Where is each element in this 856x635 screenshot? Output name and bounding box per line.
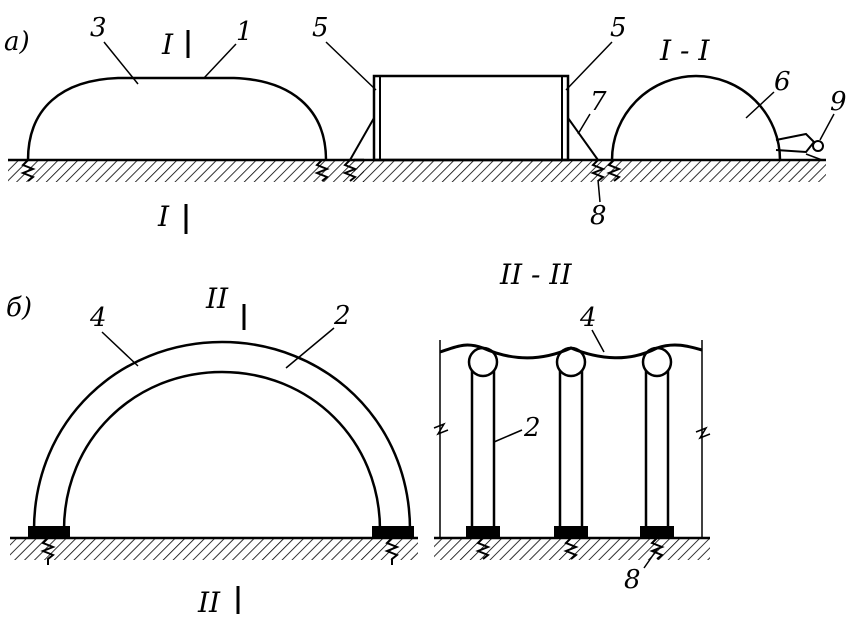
panel-label-a: а) bbox=[4, 27, 30, 57]
footing-left bbox=[28, 526, 70, 538]
leader-line bbox=[565, 41, 613, 91]
leader-line bbox=[643, 547, 659, 569]
ground-hatch-middle bbox=[354, 160, 604, 182]
anchor-icon bbox=[606, 159, 622, 182]
leader-line bbox=[285, 327, 335, 369]
label-envelope: 1 bbox=[236, 17, 253, 47]
figure-b: б) II II 4 2 II - II bbox=[6, 258, 711, 619]
ground-hatch-left bbox=[8, 160, 364, 182]
pneumatic-shell-outline bbox=[26, 76, 328, 161]
fan-support bbox=[805, 153, 823, 161]
panel-label-b: б) bbox=[6, 293, 32, 323]
label-fan: 9 bbox=[830, 87, 847, 117]
fan-icon bbox=[812, 140, 824, 152]
guy-rope bbox=[349, 117, 375, 161]
break-mark bbox=[433, 422, 449, 436]
section-title-a: I - I bbox=[659, 34, 710, 67]
section-mark-bottom-b: II bbox=[197, 586, 221, 619]
ground-hatch-right bbox=[604, 160, 826, 182]
anchor-icon bbox=[384, 537, 400, 565]
arch-inner bbox=[62, 370, 382, 531]
arch-outer bbox=[32, 340, 412, 531]
label-airlock-right: 5 bbox=[610, 13, 627, 43]
arch-section-3 bbox=[640, 346, 674, 560]
label-cross-section: 6 bbox=[774, 67, 791, 97]
section-mark-top-b: II bbox=[205, 282, 229, 315]
leader-line bbox=[577, 113, 591, 135]
leader-line bbox=[101, 331, 139, 367]
anchor-icon bbox=[563, 537, 579, 560]
leader-line bbox=[597, 179, 601, 203]
label-shell: 3 bbox=[90, 13, 107, 43]
label-guy: 7 bbox=[590, 87, 607, 117]
label-cover: 4 bbox=[89, 303, 107, 333]
footing-right bbox=[372, 526, 414, 538]
anchor-icon bbox=[40, 537, 56, 565]
anchor-icon bbox=[590, 159, 606, 182]
arch-section-1 bbox=[466, 346, 500, 560]
label-airlock-left: 5 bbox=[312, 13, 329, 43]
label-arch-section: 2 bbox=[523, 413, 541, 443]
cover-section bbox=[439, 343, 703, 360]
anchor-icon bbox=[314, 159, 330, 182]
ground-hatch-b bbox=[10, 538, 418, 560]
anchor-icon bbox=[475, 537, 491, 560]
section-title-b: II - II bbox=[499, 258, 572, 291]
leader-line bbox=[103, 41, 139, 85]
anchor-icon bbox=[342, 159, 358, 182]
arch-section-2 bbox=[554, 346, 588, 560]
anchor-icon bbox=[20, 159, 36, 182]
label-arch: 2 bbox=[333, 301, 351, 331]
break-mark bbox=[695, 426, 711, 440]
label-anchor-section: 8 bbox=[624, 565, 641, 595]
section-mark-top-a: I bbox=[161, 28, 174, 61]
leader-line bbox=[203, 43, 237, 79]
fan-duct bbox=[775, 132, 816, 154]
leader-line bbox=[819, 113, 835, 141]
airlock-body bbox=[372, 74, 570, 162]
figure-a: а) I I 3 1 5 5 bbox=[4, 13, 847, 234]
leader-line bbox=[493, 429, 523, 443]
leader-line bbox=[591, 329, 605, 353]
shell-cross-section bbox=[610, 74, 782, 161]
leader-line bbox=[745, 91, 775, 119]
label-cover-section: 4 bbox=[579, 303, 597, 333]
leader-line bbox=[325, 41, 377, 91]
label-anchor: 8 bbox=[590, 201, 607, 231]
section-mark-bottom-a: I bbox=[157, 200, 170, 233]
guy-rope bbox=[567, 117, 599, 161]
